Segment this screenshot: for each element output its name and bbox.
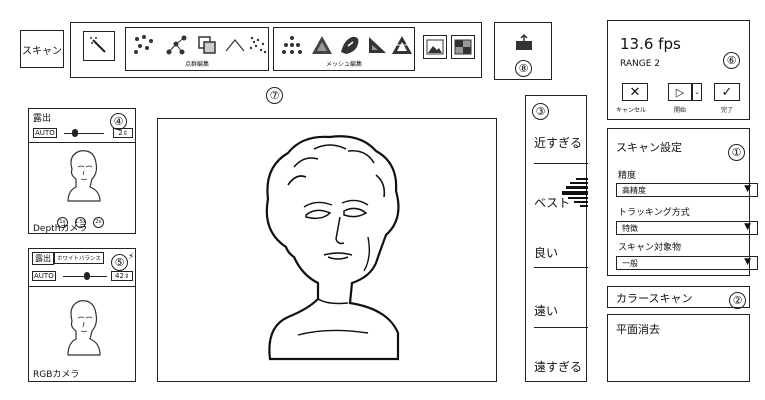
mesh-subdivide-icon[interactable] (390, 34, 414, 56)
dropdown-arrow-icon: ▼ (744, 184, 751, 194)
scan-settings-callout: ① (728, 141, 745, 161)
status-callout: ⑥ (723, 49, 740, 69)
rgb-camera-caption: RGBカメラ (33, 370, 80, 380)
angle-icon[interactable] (224, 34, 246, 56)
point-cloud-group: 点群編集 (125, 27, 269, 71)
export-button[interactable]: ⑧ (494, 22, 552, 80)
quality-too-close: 近すぎる (526, 120, 588, 164)
fps-readout: 13.6 fps (620, 35, 681, 53)
depth-bust-thumbnail (67, 150, 101, 202)
quality-callout: ③ (532, 100, 549, 120)
scan-settings-title: スキャン設定 (616, 141, 682, 154)
rgb-callout: ⑤ (111, 251, 128, 271)
plane-removal-panel[interactable]: 平面消去 (607, 314, 750, 382)
rgb-exposure-button[interactable]: 露出 (32, 252, 54, 265)
scan-viewport[interactable] (157, 118, 497, 382)
close-icon: ✕ (629, 84, 641, 100)
scan-button-label: スキャン (22, 45, 62, 57)
rgb-camera-panel: 露出 ホワイトバランス ⑤ ⚡ AUTO 42⇕ RGBカメラ (28, 248, 136, 382)
check-icon: ✓ (721, 84, 733, 100)
color-scan-callout: ② (729, 289, 746, 309)
start-button[interactable]: ▷ (668, 83, 692, 101)
cancel-label: キャンセル (616, 107, 647, 114)
depth-divider (29, 142, 135, 143)
play-icon: ▷ (675, 85, 685, 99)
distance-quality-meter: ③ 近すぎる ベスト 良い 遠い 遠すぎる (525, 95, 588, 382)
precision-select[interactable]: 高精度 ▼ (616, 183, 758, 197)
color-tool-button[interactable] (451, 35, 475, 59)
scan-button[interactable]: スキャン (20, 30, 64, 68)
chevron-down-icon: ⌄ (694, 88, 700, 96)
image-icon (426, 39, 444, 55)
status-panel: 13.6 fps RANGE 2 ⑥ ✕ ▷ ⌄ ✓ キャンセル 開始 完了 (607, 20, 750, 120)
edit-toolbar: 点群編集 メッシュ編集 (70, 22, 482, 78)
export-tray-icon (516, 33, 532, 50)
overlap-icon[interactable] (196, 34, 218, 56)
depth-zoom-1x[interactable]: 1x (57, 208, 68, 228)
quality-far: 遠い (526, 276, 588, 328)
point-select-icon[interactable] (132, 34, 156, 56)
dropdown-arrow-icon: ▼ (744, 222, 751, 232)
depth-camera-caption: Depthカメラ (33, 224, 88, 234)
tracking-label: トラッキング方式 (618, 208, 690, 218)
dropdown-arrow-icon: ▼ (744, 257, 751, 267)
color-scan-label: カラースキャン (616, 292, 693, 305)
image-tool-button[interactable] (423, 35, 447, 59)
magic-wand-icon (90, 37, 106, 53)
start-options-dropdown[interactable]: ⌄ (692, 83, 702, 101)
depth-zoom-2x[interactable]: 2x (93, 208, 104, 228)
cancel-button[interactable]: ✕ (622, 83, 648, 101)
start-label: 開始 (674, 107, 687, 114)
rgb-divider (29, 286, 135, 287)
rgb-exposure-slider-thumb[interactable] (84, 272, 90, 280)
toolbar-callout: ⑦ (266, 84, 283, 104)
depth-exposure-slider-thumb[interactable] (72, 129, 78, 137)
target-select[interactable]: 一般 ▼ (616, 256, 758, 270)
done-button[interactable]: ✓ (714, 83, 740, 101)
point-cloud-group-label: 点群編集 (184, 61, 209, 68)
color-scan-toggle[interactable]: カラースキャン ② (607, 286, 750, 309)
mesh-points-icon[interactable] (280, 34, 304, 56)
quality-best: ベスト (534, 196, 571, 210)
depth-value-stepper[interactable]: 2⇕ (113, 128, 133, 138)
depth-callout: ④ (110, 110, 127, 130)
bust-sculpture-preview (265, 135, 400, 361)
quality-too-far: 遠すぎる (534, 360, 583, 374)
plane-removal-label: 平面消去 (616, 323, 660, 336)
rgb-white-balance-button[interactable]: ホワイトバランス (54, 252, 104, 264)
rgb-auto-toggle[interactable]: AUTO (32, 271, 56, 281)
done-label: 完了 (721, 107, 734, 114)
mesh-group-label: メッシュ編集 (325, 61, 362, 68)
precision-label: 精度 (618, 171, 637, 181)
depth-camera-panel: 露出 ④ AUTO 2⇕ 1x 1.5x 2x Depthカメラ (28, 108, 136, 234)
tracking-select[interactable]: 特徴 ▼ (616, 221, 758, 235)
mesh-shape-icon[interactable] (338, 34, 362, 56)
range-readout: RANGE 2 (620, 59, 661, 69)
stepper-arrows-icon: ⇕ (123, 272, 129, 280)
point-connect-icon[interactable] (164, 34, 188, 56)
magic-wand-button[interactable] (83, 31, 115, 61)
depth-zoom-1-5x[interactable]: 1.5x (75, 208, 86, 228)
quality-indicator-histogram (562, 178, 588, 207)
scan-settings-panel: スキャン設定 ① 精度 高精度 ▼ トラッキング方式 特徴 ▼ スキャン対象物 … (607, 128, 758, 276)
depth-exposure-label: 露出 (33, 114, 52, 124)
quality-good: 良い (526, 220, 588, 268)
flash-icon[interactable]: ⚡ (128, 252, 135, 262)
target-label: スキャン対象物 (618, 243, 682, 253)
mesh-ramp-icon[interactable] (366, 34, 388, 56)
stepper-arrows-icon: ⇕ (122, 129, 128, 137)
depth-auto-toggle[interactable]: AUTO (33, 128, 57, 138)
depth-exposure-slider-track[interactable] (64, 133, 104, 134)
rgb-value-stepper[interactable]: 42⇕ (111, 271, 133, 281)
rgb-bust-thumbnail (67, 300, 101, 356)
mesh-group: メッシュ編集 (273, 27, 415, 71)
point-scatter-icon[interactable] (248, 34, 268, 56)
color-fill-icon (454, 39, 472, 55)
mesh-triangles-icon[interactable] (310, 34, 334, 56)
export-callout: ⑧ (515, 57, 532, 77)
